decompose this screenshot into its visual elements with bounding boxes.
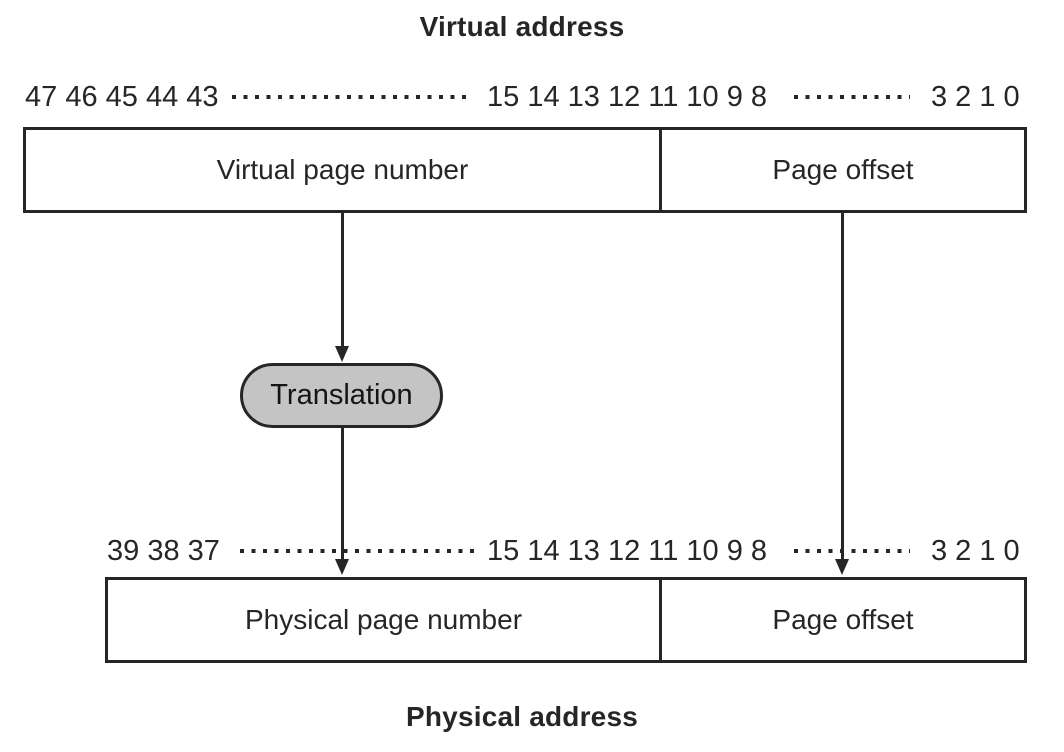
virtual-page-number-label: Virtual page number: [216, 154, 469, 185]
virtual-bits-high: 47 46 45 44 43: [25, 81, 219, 113]
arrow-offset-to-offset-line: [841, 213, 844, 559]
physical-bits-high: 39 38 37: [107, 535, 220, 567]
translation-pill: Translation: [240, 363, 443, 428]
virtual-page-offset-label: Page offset: [772, 154, 914, 185]
arrow-translation-to-ppn-line: [341, 428, 344, 559]
dotted-leader-icon: [232, 95, 470, 99]
physical-page-number-label: Physical page number: [244, 604, 523, 635]
virtual-address-box: Virtual page number Page offset: [23, 127, 1027, 213]
virtual-bits-mid: 15 14 13 12 11 10 9 8: [487, 81, 768, 113]
physical-address-box: Physical page number Page offset: [105, 577, 1027, 663]
virtual-bit-row: 47 46 45 44 43 15 14 13 12 11 10 9 8 3 2…: [0, 82, 1064, 112]
physical-page-offset-label: Page offset: [772, 604, 914, 635]
dotted-leader-icon: [794, 95, 910, 99]
dotted-leader-icon: [240, 549, 478, 553]
arrow-vpn-to-translation-line: [341, 213, 344, 346]
physical-bits-mid: 15 14 13 12 11 10 9 8: [487, 535, 768, 567]
physical-address-title: Physical address: [406, 701, 638, 732]
translation-label: Translation: [270, 379, 413, 411]
physical-page-offset-cell: Page offset: [662, 580, 1024, 660]
physical-page-number-cell: Physical page number: [108, 580, 662, 660]
dotted-leader-icon: [794, 549, 910, 553]
physical-bit-row: 39 38 37 15 14 13 12 11 10 9 8 3 2 1 0: [0, 536, 1064, 566]
virtual-page-offset-cell: Page offset: [662, 130, 1024, 210]
arrowhead-down-icon: [335, 559, 349, 575]
virtual-page-number-cell: Virtual page number: [26, 130, 662, 210]
arrowhead-down-icon: [835, 559, 849, 575]
arrowhead-down-icon: [335, 346, 349, 362]
virtual-bits-low: 3 2 1 0: [931, 81, 1020, 113]
virtual-address-title: Virtual address: [419, 11, 625, 42]
physical-bits-low: 3 2 1 0: [931, 535, 1020, 567]
